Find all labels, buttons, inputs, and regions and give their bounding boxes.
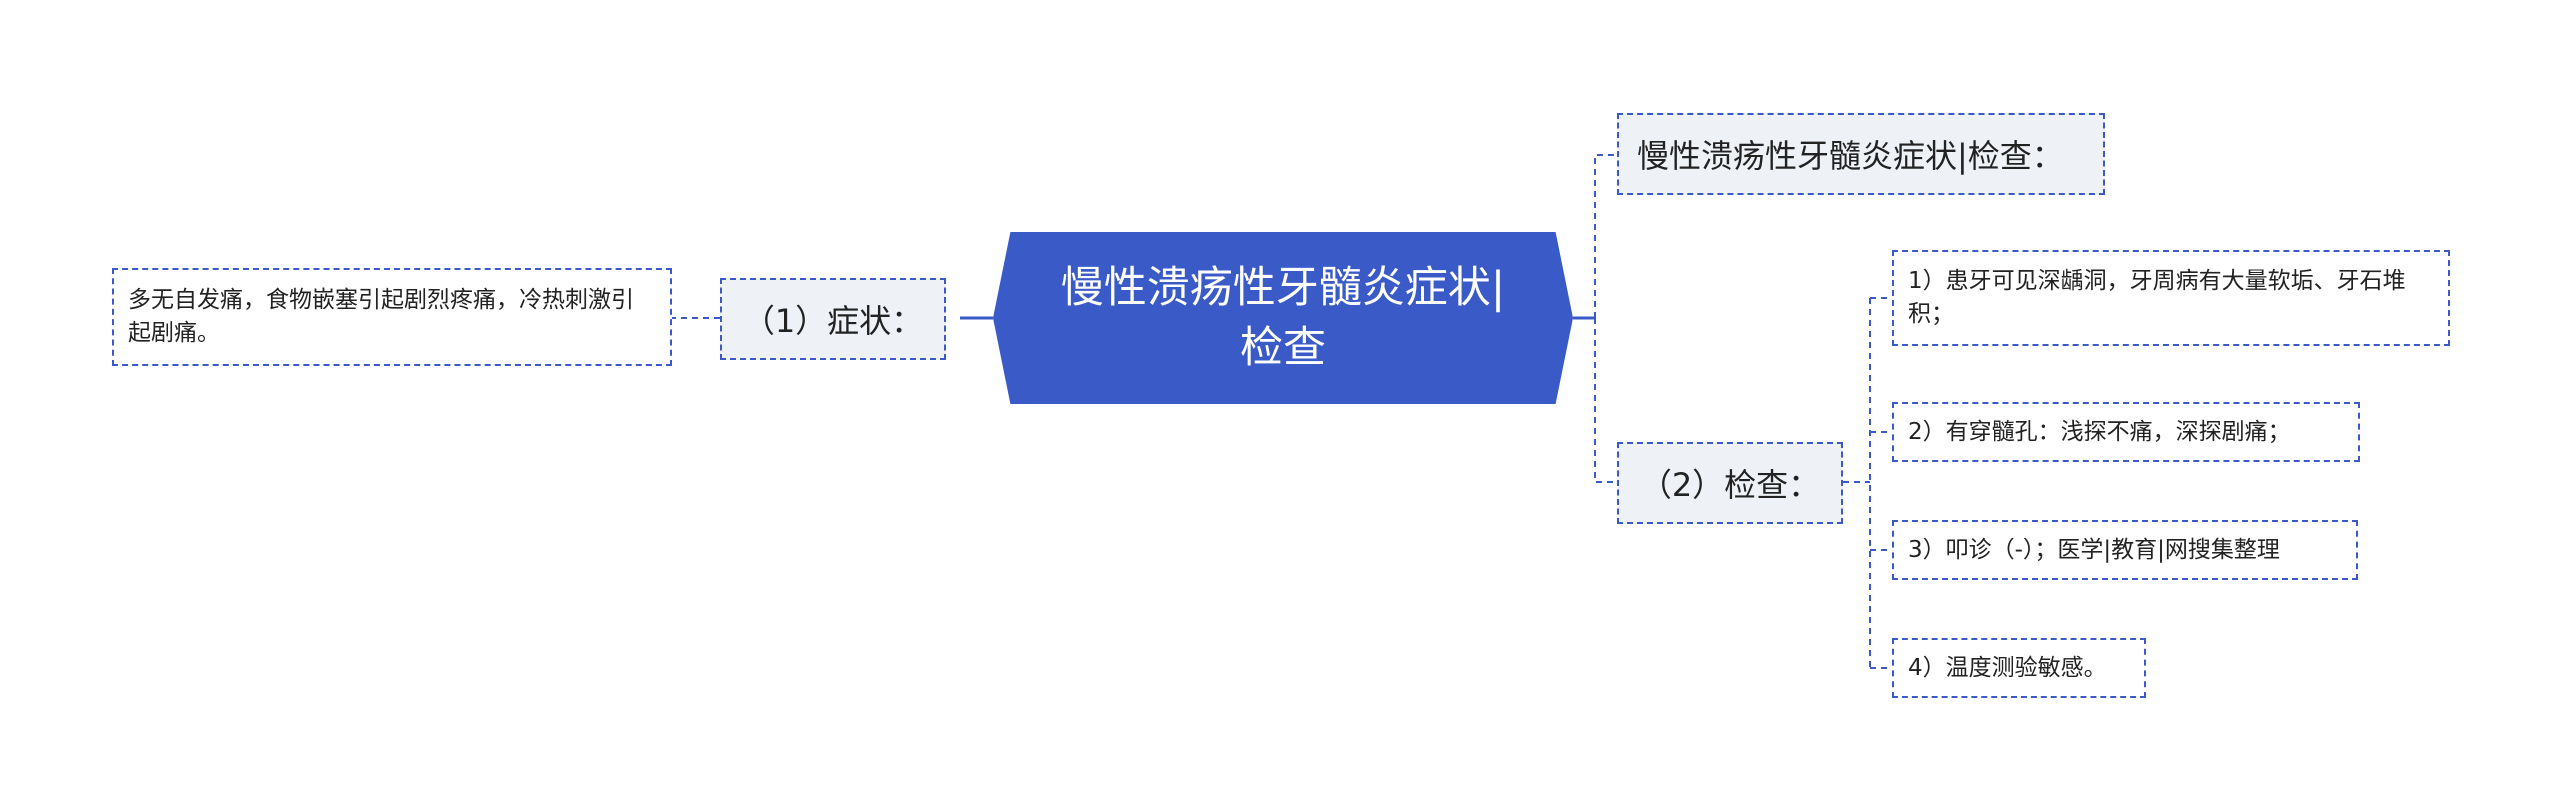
exam-item-text: 4）温度测验敏感。 [1908,654,2107,681]
exam-item-2[interactable]: 2）有穿髓孔：浅探不痛，深探剧痛； [1892,402,2360,462]
exam-item-text: 3）叩诊（-）；医学|教育|网搜集整理 [1908,536,2280,563]
exam-item-1[interactable]: 1）患牙可见深龋洞，牙周病有大量软垢、牙石堆积； [1892,250,2450,346]
exam-label: （2）检查： [1639,466,1821,504]
symptom-detail-text: 多无自发痛，食物嵌塞引起剧烈疼痛，冷热刺激引起剧痛。 [128,287,634,346]
exam-node[interactable]: （2）检查： [1617,442,1843,524]
exam-item-text: 2）有穿髓孔：浅探不痛，深探剧痛； [1908,418,2291,445]
right-title-label: 慢性溃疡性牙髓炎症状|检查： [1637,137,2064,175]
exam-item-text: 1）患牙可见深龋洞，牙周病有大量软垢、牙石堆积； [1908,268,2406,327]
central-topic-label: 慢性溃疡性牙髓炎症状|检查 [1060,263,1506,373]
central-topic[interactable]: 慢性溃疡性牙髓炎症状|检查 [993,232,1573,404]
right-title-node[interactable]: 慢性溃疡性牙髓炎症状|检查： [1617,113,2105,195]
symptom-label: （1）症状： [742,302,924,340]
symptom-detail-node[interactable]: 多无自发痛，食物嵌塞引起剧烈疼痛，冷热刺激引起剧痛。 [112,268,672,366]
exam-item-3[interactable]: 3）叩诊（-）；医学|教育|网搜集整理 [1892,520,2358,580]
exam-item-4[interactable]: 4）温度测验敏感。 [1892,638,2146,698]
symptom-node[interactable]: （1）症状： [720,278,946,360]
